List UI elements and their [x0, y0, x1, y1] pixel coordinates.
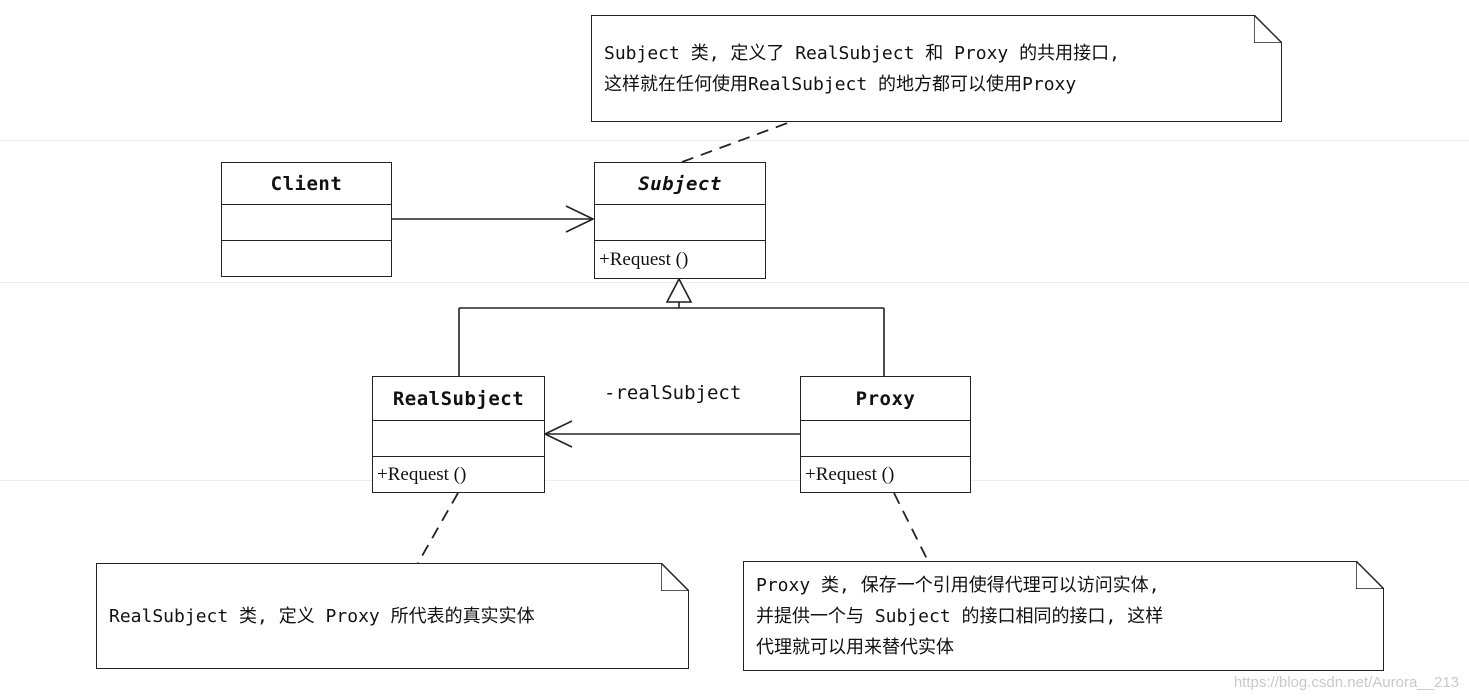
realsubject-note-line1: RealSubject 类, 定义 Proxy 所代表的真实实体: [109, 605, 535, 627]
realsubject-class-name: RealSubject: [392, 387, 525, 410]
subject-note-line2: 这样就在任何使用RealSubject 的地方都可以使用Proxy: [604, 73, 1077, 95]
proxy-note-fold-icon: [1356, 561, 1384, 589]
client-operations-section: [222, 240, 391, 276]
proxy-note-line3: 代理就可以用来替代实体: [756, 636, 954, 658]
subject-note-fold-icon: [1254, 15, 1282, 43]
proxy-note-anchor: [893, 492, 929, 562]
watermark: https://blog.csdn.net/Aurora__213: [1233, 674, 1459, 691]
realsubject-note: RealSubject 类, 定义 Proxy 所代表的真实实体: [96, 563, 689, 669]
proxy-operation: +Request (): [801, 456, 970, 492]
subject-attributes-section: [595, 204, 765, 240]
realsubject-attributes-section: [373, 420, 544, 456]
realsubject-operation: +Request (): [373, 456, 544, 492]
subject-class[interactable]: Subject +Request (): [594, 162, 766, 279]
subject-class-name: Subject: [638, 172, 722, 195]
client-class-name: Client: [270, 172, 343, 195]
subject-note-anchor: [681, 120, 794, 163]
association-role-label: -realSubject: [604, 382, 742, 404]
realsubject-note-anchor: [417, 492, 459, 564]
subject-note: Subject 类, 定义了 RealSubject 和 Proxy 的共用接口…: [591, 15, 1282, 122]
proxy-note-line1: Proxy 类, 保存一个引用使得代理可以访问实体,: [756, 574, 1160, 596]
background-line: [0, 480, 1469, 481]
proxy-note: Proxy 类, 保存一个引用使得代理可以访问实体, 并提供一个与 Subjec…: [743, 561, 1384, 671]
subject-operation: +Request (): [595, 240, 765, 278]
proxy-class-name: Proxy: [855, 387, 916, 410]
realsubject-note-fold-icon: [661, 563, 689, 591]
proxy-attributes-section: [801, 420, 970, 456]
client-subject-association: [391, 205, 595, 233]
client-class[interactable]: Client: [221, 162, 392, 277]
subject-note-line1: Subject 类, 定义了 RealSubject 和 Proxy 的共用接口…: [604, 42, 1120, 64]
background-line: [0, 282, 1469, 283]
generalization-lines: [458, 277, 885, 378]
proxy-realsubject-association: [543, 420, 800, 448]
inheritance-triangle-icon: [665, 277, 693, 303]
proxy-note-line2: 并提供一个与 Subject 的接口相同的接口, 这样: [756, 605, 1164, 627]
proxy-class[interactable]: Proxy +Request (): [800, 376, 971, 493]
background-line: [0, 140, 1469, 141]
realsubject-class[interactable]: RealSubject +Request (): [372, 376, 545, 493]
client-attributes-section: [222, 204, 391, 240]
